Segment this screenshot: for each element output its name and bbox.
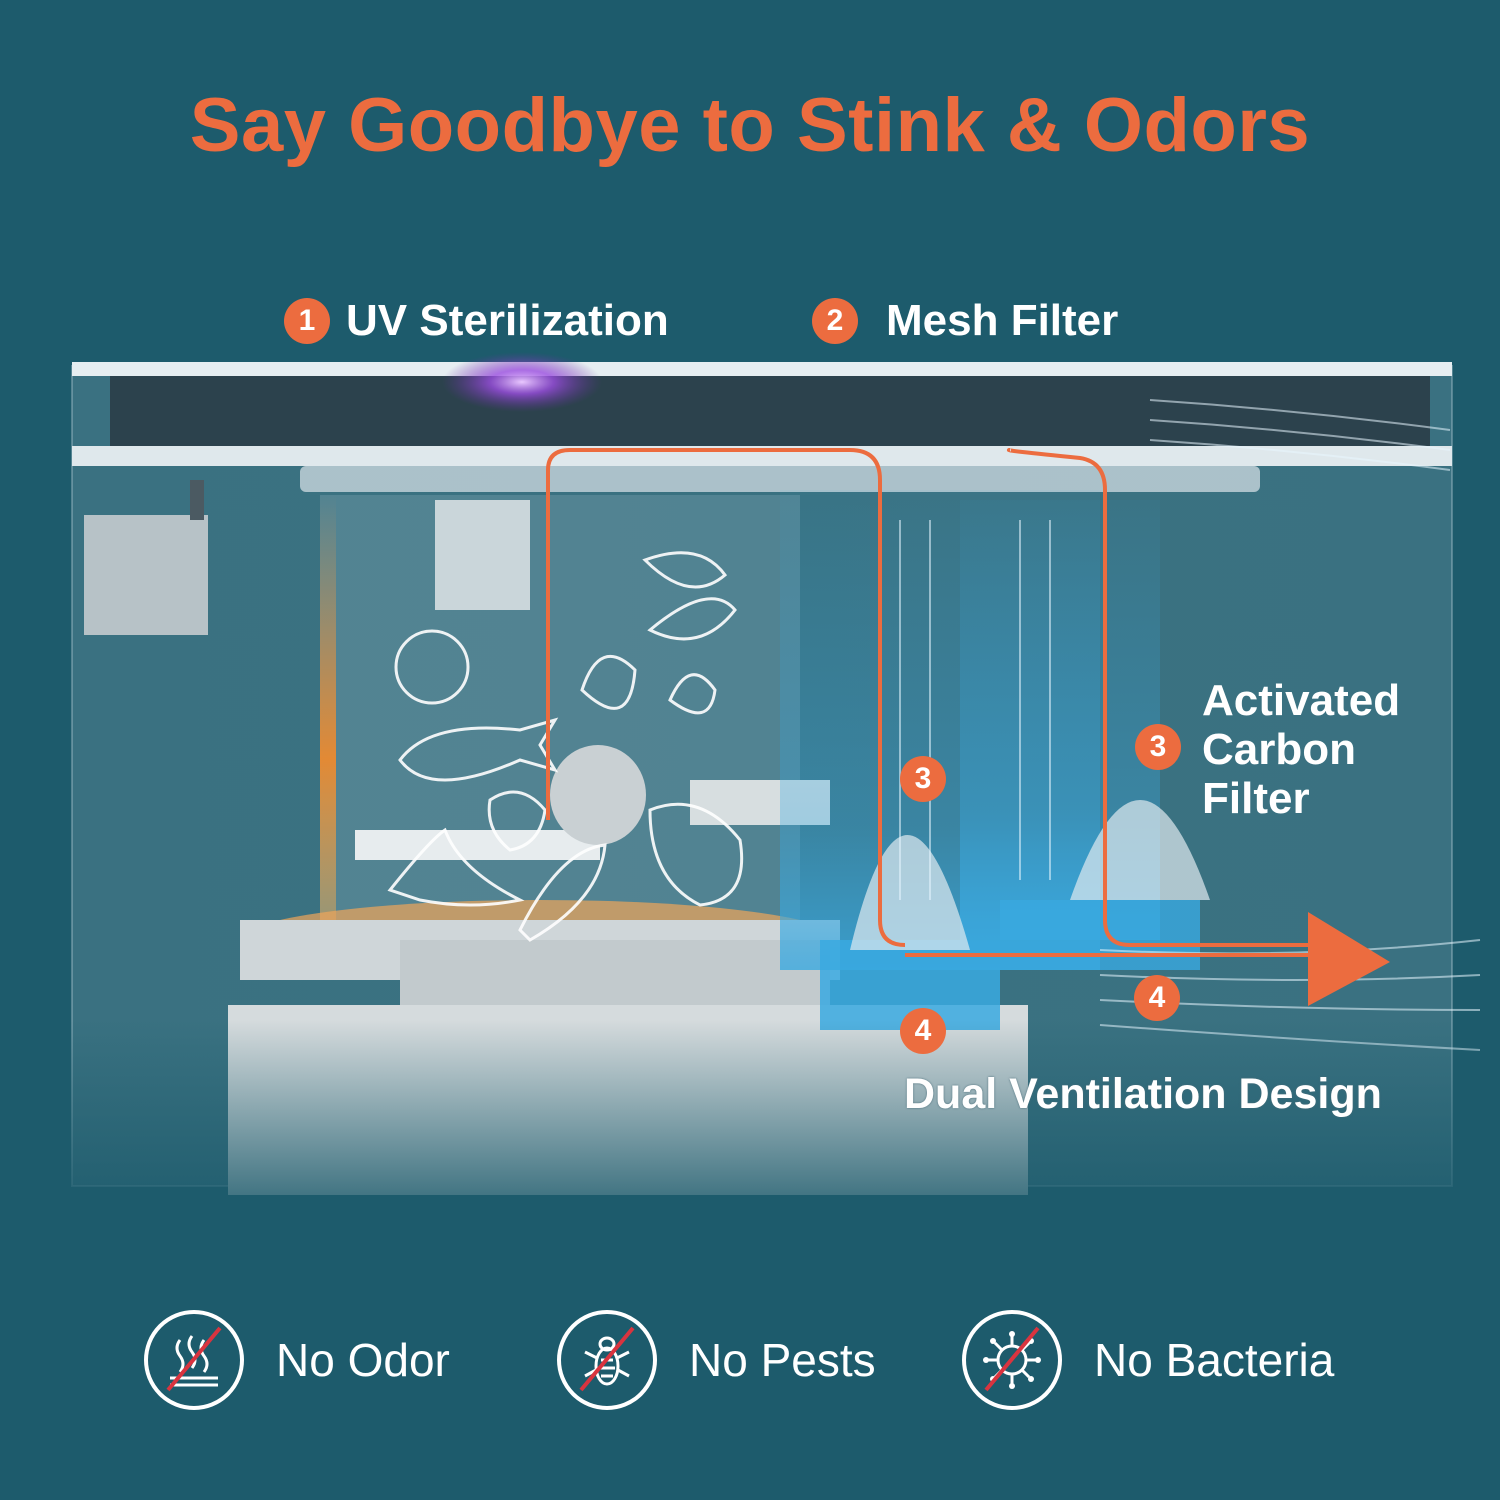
carbon-label-line: Carbon (1202, 725, 1356, 774)
feature-label: No Odor (276, 1334, 450, 1386)
mesh-filter-label: Mesh Filter (886, 296, 1119, 345)
step-badge-4-right: 4 (1134, 975, 1180, 1021)
carbon-label-line: Activated (1202, 676, 1401, 725)
step-badge-4-left: 4 (900, 1008, 946, 1054)
feature-no-odor: No Odor (144, 1310, 450, 1410)
no-pests-icon (557, 1310, 657, 1410)
no-odor-icon (144, 1310, 244, 1410)
page-title: Say Goodbye to Stink & Odors (189, 83, 1311, 168)
feature-label: No Bacteria (1094, 1334, 1335, 1386)
step-badge-1: 1 (284, 298, 330, 344)
feature-no-bacteria: No Bacteria (962, 1310, 1334, 1410)
uv-sterilization-callout: 1 UV Sterilization (284, 296, 669, 346)
uv-sterilization-label: UV Sterilization (346, 296, 669, 345)
feature-label: No Pests (689, 1334, 876, 1386)
carbon-label-line: Filter (1202, 774, 1310, 823)
activated-carbon-filter-label: Activated Carbon Filter (1202, 676, 1400, 823)
mesh-filter-callout: 2 Mesh Filter (812, 296, 1118, 346)
dual-ventilation-label: Dual Ventilation Design (904, 1070, 1382, 1118)
step-badge-3: 3 (1135, 724, 1181, 770)
no-bacteria-icon (962, 1310, 1062, 1410)
step-badge-2: 2 (812, 298, 858, 344)
feature-no-pests: No Pests (557, 1310, 876, 1410)
step-badge-3-marker: 3 (900, 756, 946, 802)
